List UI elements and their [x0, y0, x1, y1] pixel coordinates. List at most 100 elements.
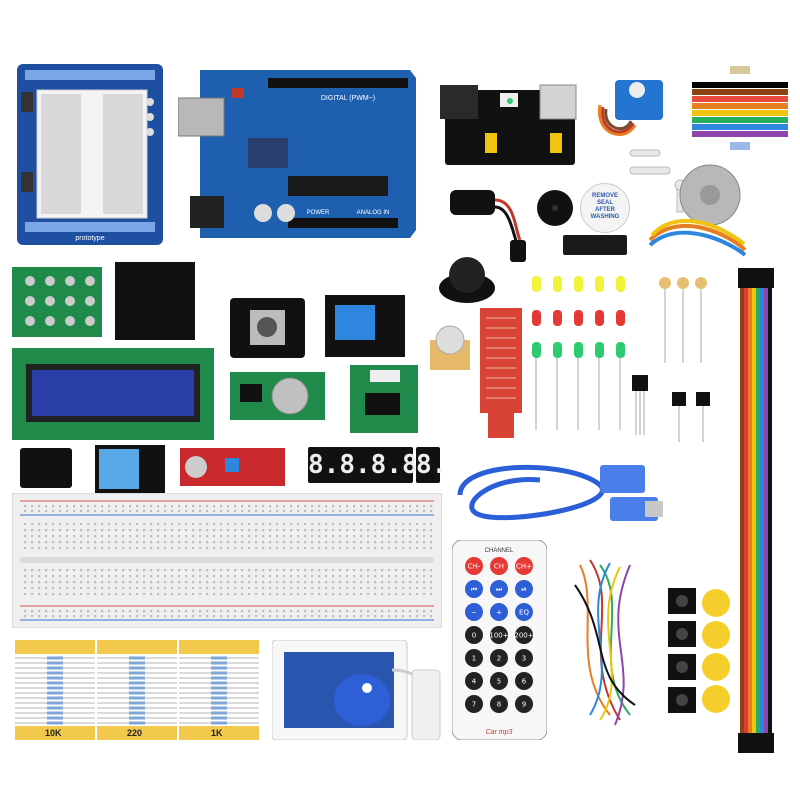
breadboard-power-module	[440, 75, 580, 170]
breadboard-hole	[45, 587, 48, 590]
breadboard-hole	[318, 593, 321, 596]
breadboard-hole	[262, 575, 265, 578]
breadboard-hole	[241, 593, 244, 596]
breadboard-hole	[59, 610, 62, 613]
breadboard-hole	[360, 547, 363, 550]
breadboard-hole	[108, 541, 111, 544]
breadboard-hole	[192, 581, 195, 584]
breadboard-hole	[416, 615, 419, 618]
breadboard-hole	[73, 575, 76, 578]
breadboard-hole	[255, 610, 258, 613]
breadboard-hole	[101, 523, 104, 526]
breadboard-hole	[339, 547, 342, 550]
breadboard-hole	[346, 575, 349, 578]
resistor-body	[211, 691, 227, 695]
joystick-module	[230, 298, 305, 358]
breadboard-hole	[409, 529, 412, 532]
breadboard-hole	[80, 505, 83, 508]
breadboard-hole	[255, 547, 258, 550]
joystick-knob	[435, 250, 500, 305]
breadboard-hole	[241, 615, 244, 618]
resistor-color-chart	[690, 62, 790, 154]
breadboard-hole	[262, 587, 265, 590]
breadboard-hole	[143, 575, 146, 578]
breadboard-hole	[430, 505, 433, 508]
breadboard-hole	[318, 529, 321, 532]
breadboard-hole	[115, 529, 118, 532]
breadboard-hole	[178, 505, 181, 508]
breadboard-hole	[24, 615, 27, 618]
breadboard-hole	[80, 547, 83, 550]
breadboard-hole	[122, 547, 125, 550]
breadboard-hole	[262, 529, 265, 532]
breadboard-hole	[388, 610, 391, 613]
breadboard-hole	[136, 529, 139, 532]
breadboard-hole	[430, 610, 433, 613]
power-label: POWER	[307, 210, 330, 216]
breadboard-hole	[346, 569, 349, 572]
breadboard-hole	[66, 593, 69, 596]
breadboard-hole	[311, 610, 314, 613]
breadboard-hole	[269, 575, 272, 578]
breadboard-hole	[136, 575, 139, 578]
breadboard-hole	[409, 610, 412, 613]
breadboard-hole	[325, 610, 328, 613]
breadboard-hole	[227, 575, 230, 578]
breadboard-hole	[143, 523, 146, 526]
breadboard-hole	[227, 541, 230, 544]
breadboard-hole	[402, 610, 405, 613]
breadboard-hole	[101, 547, 104, 550]
resistor-body	[129, 696, 145, 700]
breadboard-hole	[115, 575, 118, 578]
jumper-wires-bundle	[560, 545, 655, 735]
breadboard-hole	[66, 505, 69, 508]
breadboard-hole	[143, 587, 146, 590]
breadboard-hole	[80, 587, 83, 590]
breadboard-hole	[353, 581, 356, 584]
breadboard-hole	[360, 610, 363, 613]
breadboard-hole	[101, 575, 104, 578]
ir-receiver	[630, 375, 650, 435]
breadboard-hole	[353, 523, 356, 526]
breadboard-hole	[192, 575, 195, 578]
breadboard-hole	[241, 547, 244, 550]
breadboard-hole	[325, 569, 328, 572]
breadboard-hole	[185, 535, 188, 538]
breadboard-hole	[108, 510, 111, 513]
breadboard-hole	[346, 535, 349, 538]
breadboard-hole	[192, 547, 195, 550]
breadboard-hole	[157, 523, 160, 526]
breadboard-hole	[381, 610, 384, 613]
breadboard-hole	[262, 547, 265, 550]
breadboard-hole	[199, 535, 202, 538]
breadboard-hole	[192, 593, 195, 596]
breadboard-hole	[402, 505, 405, 508]
resistor-body	[211, 686, 227, 690]
breadboard-hole	[402, 523, 405, 526]
breadboard-hole	[248, 581, 251, 584]
breadboard-hole	[45, 610, 48, 613]
breadboard-hole	[248, 535, 251, 538]
breadboard-hole	[143, 535, 146, 538]
breadboard-hole	[115, 593, 118, 596]
potentiometer	[425, 320, 475, 380]
breadboard-hole	[94, 535, 97, 538]
breadboard-hole	[339, 510, 342, 513]
breadboard-hole	[325, 547, 328, 550]
resistor-body	[129, 686, 145, 690]
breadboard-hole	[87, 593, 90, 596]
breadboard-hole	[269, 541, 272, 544]
breadboard-hole	[171, 581, 174, 584]
breadboard-hole	[248, 505, 251, 508]
remote-button	[465, 672, 483, 690]
breadboard-hole	[416, 510, 419, 513]
breadboard-hole	[234, 587, 237, 590]
remote-button-label: 6	[522, 678, 527, 686]
breadboard-hole	[297, 575, 300, 578]
breadboard-hole	[66, 569, 69, 572]
breadboard-hole	[66, 535, 69, 538]
digital-label: DIGITAL (PWM~)	[321, 95, 375, 102]
breadboard-hole	[38, 510, 41, 513]
breadboard-hole	[416, 505, 419, 508]
breadboard-hole	[325, 523, 328, 526]
